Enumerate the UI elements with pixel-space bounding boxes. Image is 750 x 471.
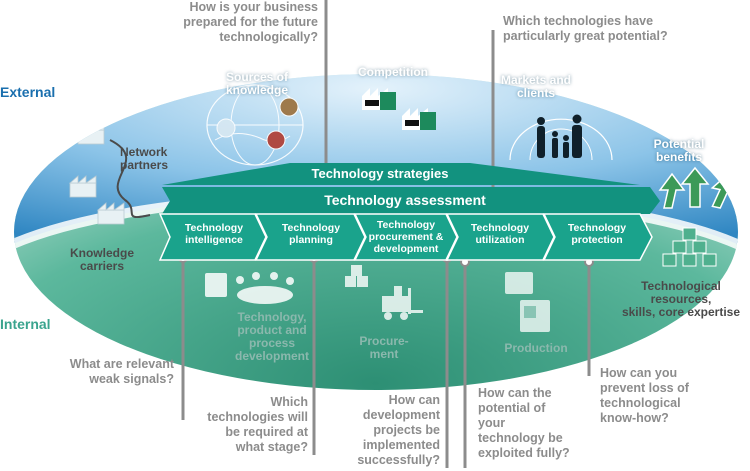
question-connectors: [181, 0, 591, 468]
competition-label: Competition: [358, 65, 428, 79]
network-line: [109, 139, 151, 219]
forklift-icon: [345, 265, 423, 320]
assessment-bar: [162, 187, 660, 214]
step-chevrons: [158, 213, 653, 261]
globe-icon: [206, 84, 304, 166]
strategies-bar: [162, 163, 640, 185]
external-label: External: [0, 84, 56, 100]
family-icon: [509, 114, 613, 161]
machine-icon: [505, 272, 550, 332]
assessment-label: Technology assessment: [324, 192, 486, 208]
production-label: Production: [504, 341, 568, 355]
strategies-label: Technology strategies: [311, 166, 449, 181]
meeting-table-icon: [205, 272, 294, 304]
procurement-label: Procure-ment: [359, 334, 409, 361]
factory-icon: [362, 88, 436, 130]
internal-label: Internal: [0, 316, 51, 332]
cube-stack-icon: [662, 227, 717, 267]
